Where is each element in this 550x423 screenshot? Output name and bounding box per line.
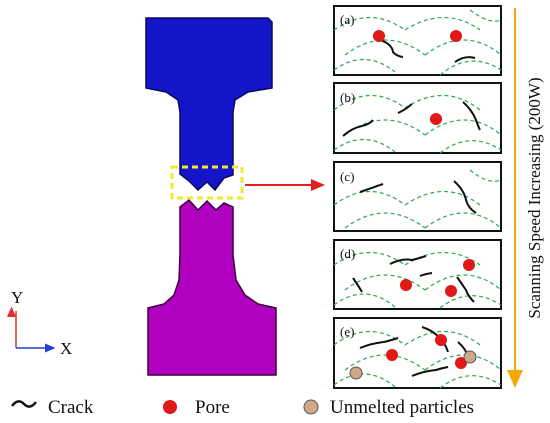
legend-pore-label: Pore	[195, 397, 230, 418]
panel-a-label: (a)	[340, 12, 354, 27]
panel-a: (a)	[333, 5, 502, 76]
legend-crack-label: Crack	[48, 397, 94, 418]
highlight-box	[170, 165, 244, 200]
legend-unmelted-label: Unmelted particles	[330, 397, 474, 418]
panel-c: (c)	[333, 161, 502, 232]
pore-icon	[163, 400, 177, 414]
unmelted-particle-icon	[303, 399, 319, 415]
axis-arrow-icon	[7, 306, 56, 353]
legend: Crack Pore Unmelted particles	[11, 397, 474, 418]
specimen-top	[145, 17, 273, 192]
panel-b-label: (b)	[340, 90, 355, 105]
panel-c-label: (c)	[340, 169, 354, 184]
specimen-bottom	[147, 198, 277, 376]
panel-e-label: (e)	[340, 324, 354, 339]
panel-d-label: (d)	[340, 246, 355, 261]
panel-d: (d)	[333, 239, 502, 310]
panel-b: (b)	[333, 82, 502, 154]
side-label: Scanning Speed Increasing (200W)	[525, 77, 544, 318]
panel-e: (e)	[333, 317, 502, 389]
axis-y-label: Y	[11, 288, 23, 307]
crack-icon	[11, 400, 37, 408]
axis-x-label: X	[60, 339, 72, 358]
